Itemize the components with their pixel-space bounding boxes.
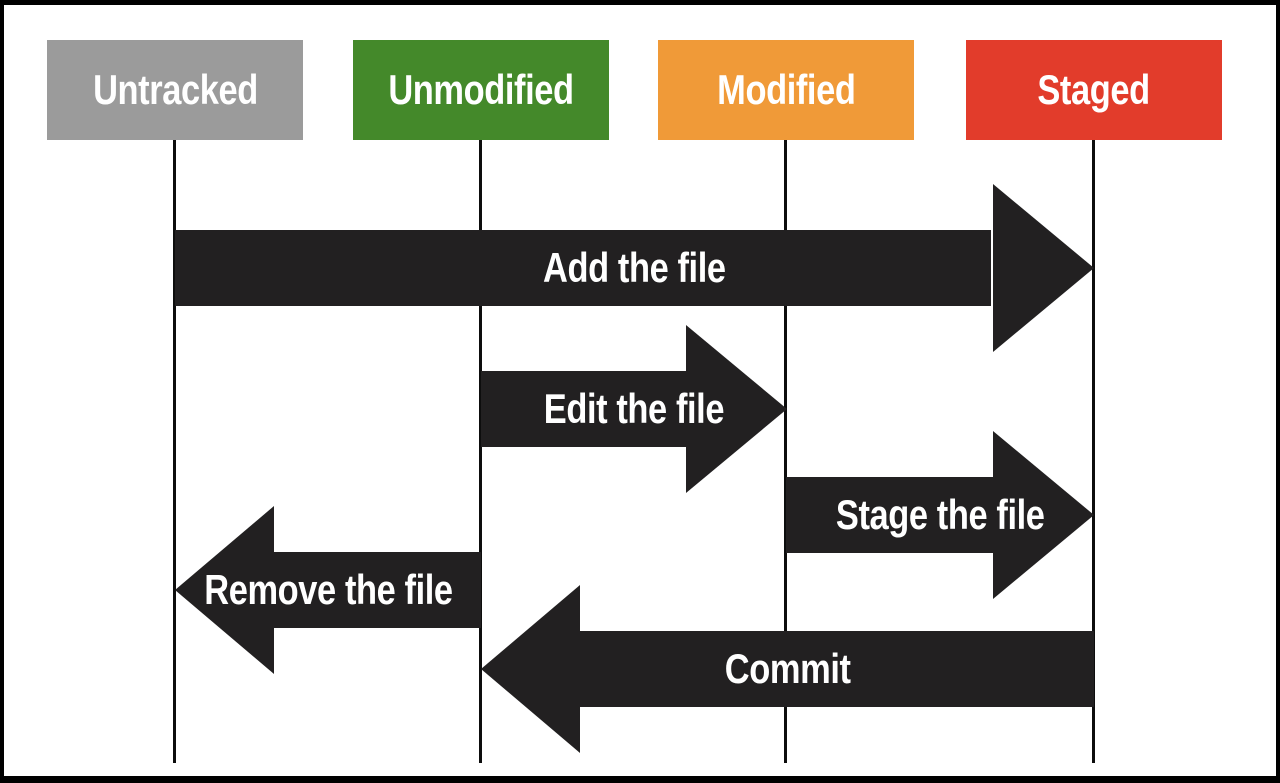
arrowhead-right-icon (993, 184, 1094, 352)
lifeline-unmodified (479, 140, 482, 763)
lifeline-untracked (173, 140, 176, 763)
arrow-body (580, 631, 1094, 707)
state-box-untracked: Untracked (47, 40, 303, 140)
state-box-staged: Staged (966, 40, 1222, 140)
arrowhead-right-icon (686, 325, 787, 493)
arrow-label: Commit (724, 645, 851, 692)
arrow-remove-the-file: Remove the file (175, 506, 481, 674)
arrow-label: Edit the file (543, 385, 725, 432)
state-label-staged: Staged (1037, 66, 1151, 113)
arrow-add-the-file: Add the file (175, 184, 1094, 352)
state-box-unmodified: Unmodified (353, 40, 609, 140)
arrow-stage-the-file: Stage the file (786, 431, 1094, 599)
arrowhead-left-icon (481, 585, 580, 753)
state-label-untracked: Untracked (92, 66, 258, 113)
state-box-modified: Modified (658, 40, 914, 140)
state-label-modified: Modified (716, 66, 856, 113)
arrow-label: Stage the file (835, 491, 1045, 538)
arrow-body (786, 477, 993, 553)
arrow-body (481, 371, 686, 447)
state-label-unmodified: Unmodified (388, 66, 574, 113)
arrowhead-right-icon (993, 431, 1094, 599)
arrow-body (274, 552, 481, 628)
arrow-edit-the-file: Edit the file (481, 325, 787, 493)
arrow-label: Add the file (543, 244, 726, 291)
arrow-commit: Commit (481, 585, 1094, 753)
arrow-body (175, 230, 991, 306)
arrow-label: Remove the file (203, 566, 453, 613)
arrowhead-left-icon (175, 506, 274, 674)
